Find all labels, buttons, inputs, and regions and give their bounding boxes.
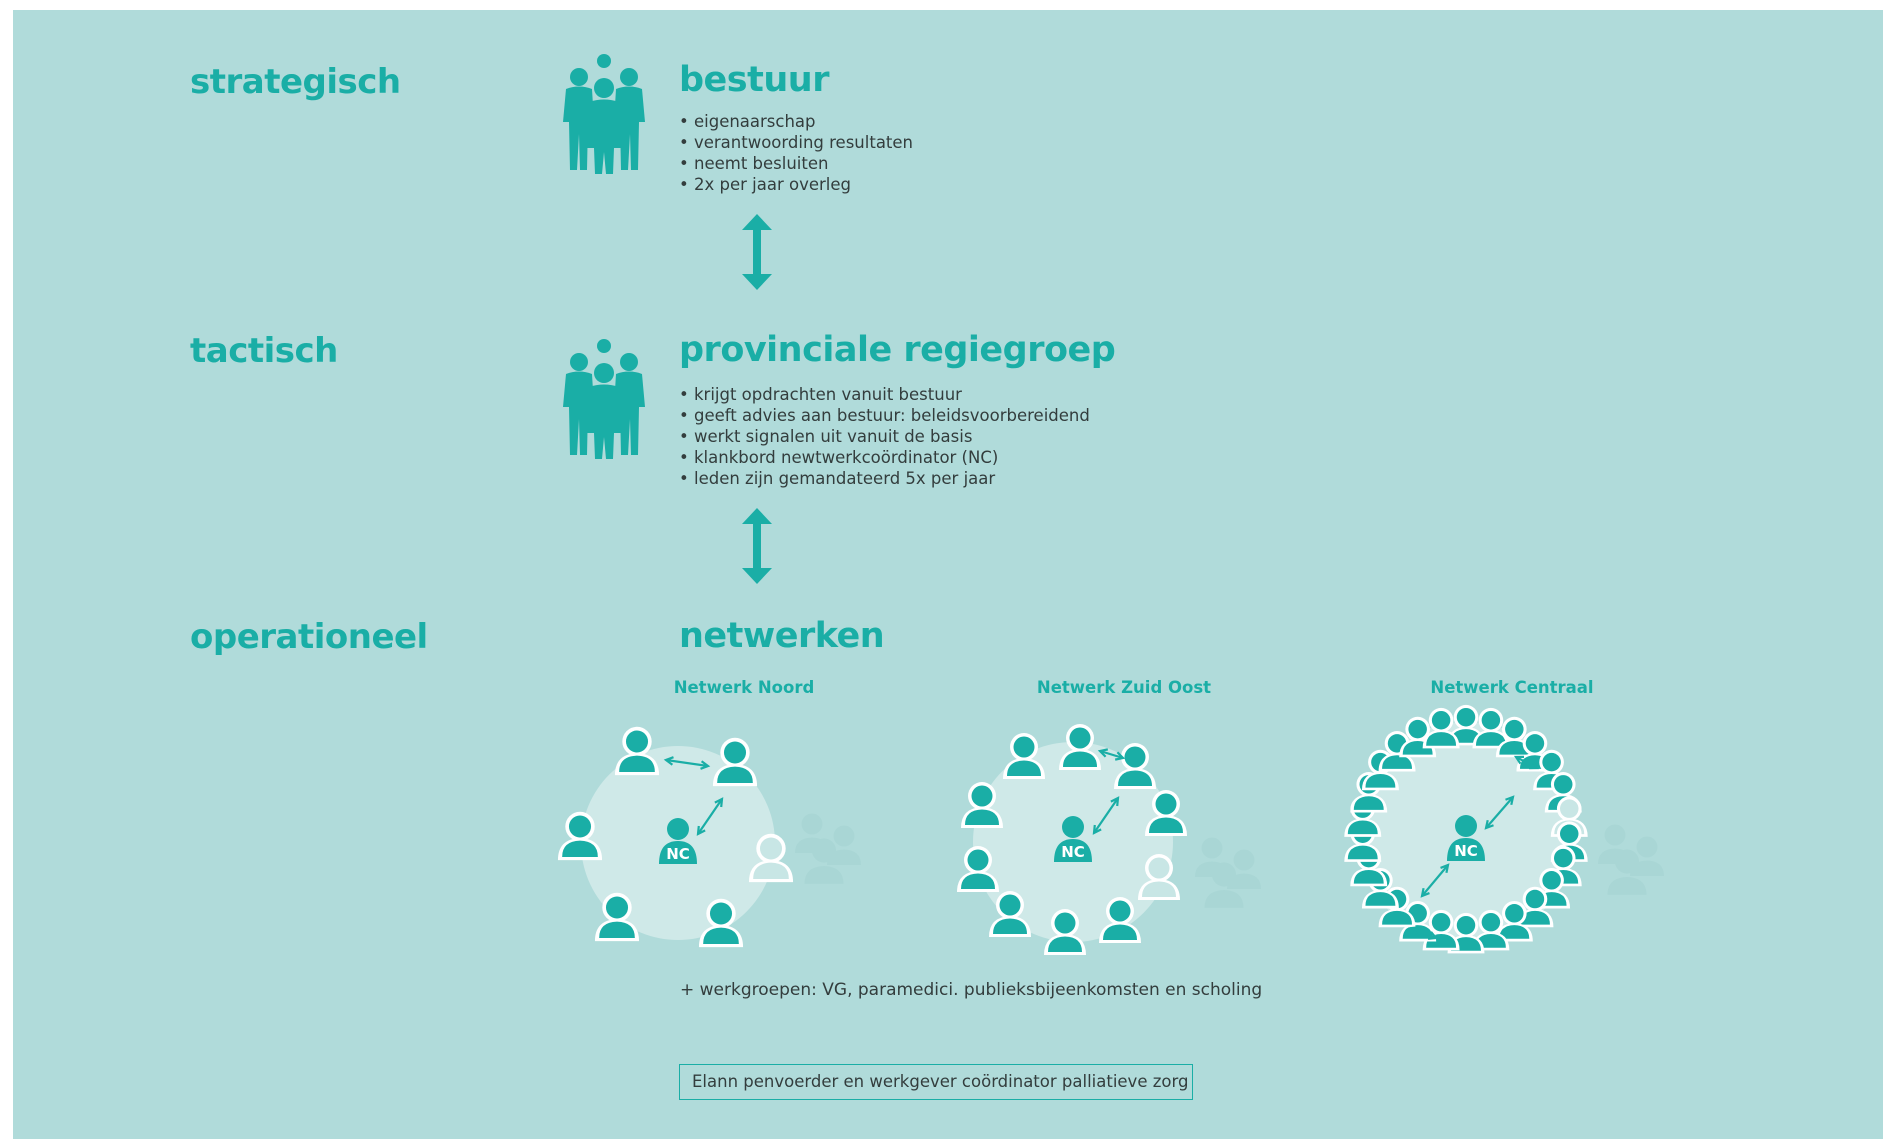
double-arrow-icon — [742, 214, 772, 290]
person-icon — [1495, 900, 1533, 942]
regie-bullet: leden zijn gemandateerd 5x per jaar — [679, 468, 1090, 489]
network-coordinator-icon: NC — [1447, 815, 1485, 861]
network-label-zuid-oost: Netwerk Zuid Oost — [1036, 678, 1212, 697]
board-bullet-list: eigenaarschap verantwoording resultaten … — [679, 111, 913, 195]
person-icon — [1138, 854, 1180, 900]
person-icon — [957, 846, 999, 892]
faded-person-icon — [804, 838, 844, 884]
group-icon — [563, 54, 645, 174]
board-bullet: neemt besluiten — [679, 153, 913, 174]
faded-person-icon — [1204, 862, 1244, 908]
faded-group-icon — [1598, 824, 1664, 895]
person-icon — [1495, 716, 1533, 758]
network-coordinator-icon: NC — [659, 818, 697, 864]
regie-title: provinciale regiegroep — [679, 330, 1116, 370]
network-label-noord: Netwerk Noord — [673, 678, 815, 697]
person-icon — [1044, 909, 1086, 955]
person-icon — [1003, 733, 1045, 779]
person-icon — [698, 898, 744, 948]
networks-title: netwerken — [679, 616, 885, 656]
person-icon — [614, 726, 660, 776]
double-arrow-icon — [696, 797, 724, 836]
person-icon — [1472, 707, 1510, 749]
group-icon — [563, 339, 645, 459]
person-icon — [1399, 716, 1437, 758]
network-diagram-noord: NC — [557, 726, 861, 948]
double-arrow-icon — [663, 756, 711, 770]
footer-note: Elann penvoerder en werkgever coördinato… — [679, 1064, 1193, 1100]
person-icon — [712, 737, 758, 787]
person-icon — [1145, 790, 1187, 836]
diagram-panel — [13, 10, 1883, 1139]
person-icon — [1422, 707, 1460, 749]
double-arrow-icon — [1409, 926, 1439, 940]
person-icon — [1114, 743, 1156, 789]
network-diagram-centraal: NC — [1344, 704, 1664, 954]
faded-person-icon — [1607, 849, 1647, 895]
level-operational: operationeel — [190, 617, 428, 657]
regie-bullet: geeft advies aan bestuur: beleidsvoorber… — [679, 405, 1090, 426]
level-tactical: tactisch — [190, 331, 338, 371]
nc-label: NC — [1061, 843, 1085, 861]
regie-bullet: krijgt opdrachten vanuit bestuur — [679, 384, 1090, 405]
faded-group-icon — [1195, 837, 1261, 908]
level-strategic: strategisch — [190, 62, 401, 102]
board-bullet: eigenaarschap — [679, 111, 913, 132]
double-arrow-icon — [1513, 755, 1540, 770]
network-coordinator-icon: NC — [1054, 816, 1092, 862]
person-icon — [1099, 897, 1141, 943]
regie-bullet-list: krijgt opdrachten vanuit bestuur geeft a… — [679, 384, 1090, 489]
board-title: bestuur — [679, 60, 829, 100]
person-icon — [989, 891, 1031, 937]
double-arrow-icon — [1420, 863, 1450, 898]
board-bullet: verantwoording resultaten — [679, 132, 913, 153]
nc-label: NC — [666, 845, 690, 863]
double-arrow-icon — [1484, 795, 1515, 830]
regie-bullet: werkt signalen uit vanuit de basis — [679, 426, 1090, 447]
person-icon — [594, 892, 640, 942]
person-icon — [961, 782, 1003, 828]
person-icon — [1059, 724, 1101, 770]
person-icon — [557, 811, 603, 861]
board-bullet: 2x per jaar overleg — [679, 174, 913, 195]
regie-bullet: klankbord newtwerkcoördinator (NC) — [679, 447, 1090, 468]
faded-group-icon — [795, 813, 861, 884]
double-arrow-icon — [1092, 796, 1120, 835]
person-icon — [1516, 886, 1554, 928]
nc-label: NC — [1454, 842, 1478, 860]
workgroups-note: + werkgroepen: VG, paramedici. publieksb… — [680, 980, 1263, 1000]
network-label-centraal: Netwerk Centraal — [1430, 678, 1594, 697]
person-icon — [748, 833, 794, 883]
double-arrow-icon — [742, 508, 772, 584]
double-arrow-icon — [1097, 748, 1126, 761]
network-diagram-zuid-oost: NC — [957, 724, 1261, 955]
